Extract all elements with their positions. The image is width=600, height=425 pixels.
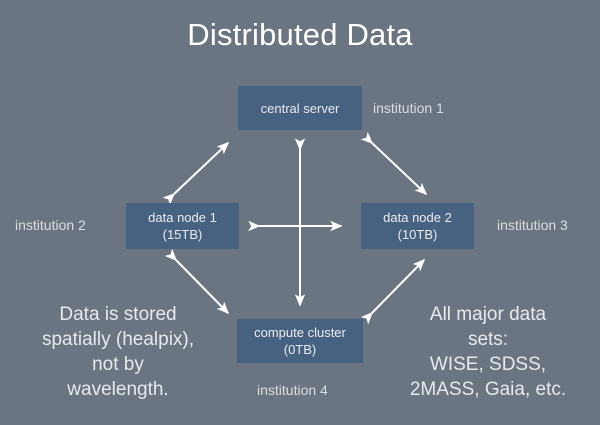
institution-label-4: institution 4	[257, 382, 328, 398]
note-data-sets: All major data sets: WISE, SDSS, 2MASS, …	[409, 304, 567, 400]
node-data-node-2[interactable]: data node 2 (10TB)	[361, 203, 474, 249]
page-title: Distributed Data	[187, 17, 413, 52]
node-compute-cluster[interactable]: compute cluster (0TB)	[237, 319, 363, 363]
institution-label-3: institution 3	[497, 217, 568, 233]
node-compute-cluster-label: compute cluster	[254, 325, 346, 340]
arrow-central-data2	[360, 131, 428, 196]
node-compute-cluster-capacity: (0TB)	[283, 342, 317, 357]
node-data-node-1[interactable]: data node 1 (15TB)	[126, 203, 239, 249]
node-data-node-1-capacity: (15TB)	[162, 227, 203, 242]
note-storage-scheme: Data is stored spatially (healpix), not …	[41, 304, 195, 400]
node-data-node-2-label: data node 2	[383, 210, 452, 225]
node-data-node-2-capacity: (10TB)	[397, 227, 438, 242]
node-data-node-1-label: data node 1	[148, 210, 217, 225]
node-central-server[interactable]: central server	[238, 86, 362, 130]
arrow-data1-central	[162, 141, 230, 206]
institution-label-1: institution 1	[373, 100, 444, 116]
institution-label-2: institution 2	[15, 217, 86, 233]
node-central-server-label: central server	[260, 100, 340, 116]
